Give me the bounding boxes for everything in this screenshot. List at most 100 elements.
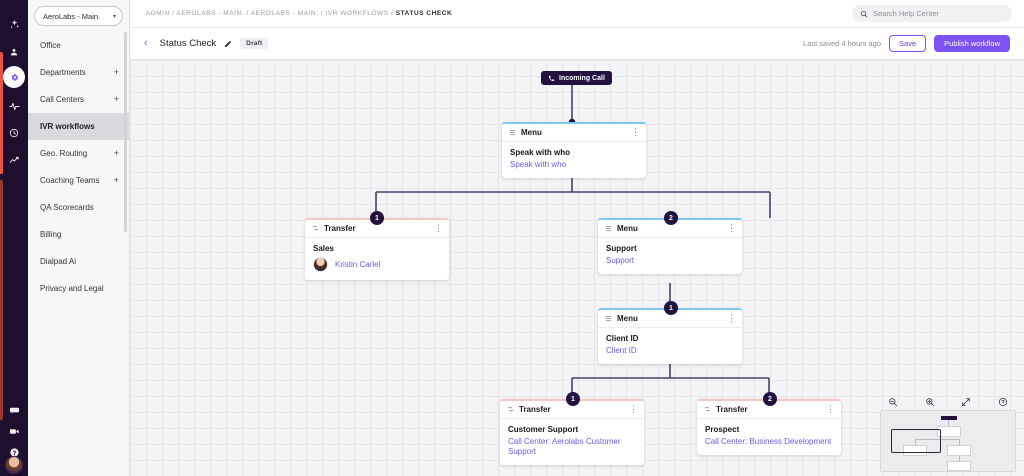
sidebar-item-call-centers[interactable]: Call Centers + [28,86,129,113]
settings-gear-icon[interactable] [3,66,25,88]
sidebar-item-label: Coaching Teams [40,176,100,185]
publish-workflow-button[interactable]: Publish workflow [934,35,1010,52]
messages-chat-icon[interactable] [0,396,28,424]
node-more-options-icon[interactable]: ⋮ [629,404,638,414]
node-header[interactable]: Transfer ⋮ [305,220,449,238]
sidebar: AeroLabs - Main. ▾ Office Departments + … [28,0,130,476]
expand-plus-icon[interactable]: + [113,175,119,185]
node-title: Prospect [705,425,740,434]
node-more-options-icon[interactable]: ⋮ [631,127,640,137]
branch-badge-1: 1 [664,301,678,315]
node-title: Support [606,244,637,253]
sidebar-item-dialpad-ai[interactable]: Dialpad Ai [28,248,129,275]
minimap-line [915,439,916,445]
minimap-line [959,439,960,445]
node-subtitle-link[interactable]: Speak with who [510,160,567,169]
start-node-label: Incoming Call [559,74,605,82]
sidebar-item-privacy-and-legal[interactable]: Privacy and Legal [28,275,129,302]
node-subtitle-link[interactable]: Call Center: Business Development [705,437,832,446]
node-menu-client-id[interactable]: Menu ⋮ Client ID Client ID [598,308,742,364]
node-menu-support[interactable]: Menu ⋮ Support Support [598,218,742,274]
trends-chart-icon[interactable] [0,146,28,174]
minimap-node [903,445,927,456]
node-menu-speak-with-who[interactable]: Menu ⋮ Speak with who Speak with who [502,122,646,178]
node-type-label: Menu [521,128,542,137]
save-button[interactable]: Save [889,35,927,52]
sidebar-item-departments[interactable]: Departments + [28,59,129,86]
user-avatar[interactable] [5,456,23,474]
canvas-zoom-controls [880,397,1016,410]
fit-to-screen-icon[interactable] [961,397,971,407]
expand-plus-icon[interactable]: + [113,148,119,158]
last-saved-text: Last saved 4 hours ago [803,39,882,48]
expand-plus-icon[interactable]: + [113,94,119,104]
video-camera-icon[interactable] [0,417,28,445]
sidebar-scrollbar[interactable] [124,32,127,232]
sparkle-ai-icon[interactable] [0,10,28,38]
sidebar-item-coaching-teams[interactable]: Coaching Teams + [28,167,129,194]
node-more-options-icon[interactable]: ⋮ [727,313,736,323]
page-title: Status Check [159,38,217,49]
transfer-arrow-icon [312,225,319,232]
branch-badge-1: 1 [566,392,580,406]
org-selector[interactable]: AeroLabs - Main. ▾ [34,6,123,26]
search-input[interactable] [873,9,1004,18]
node-body: Customer Support Call Center: Aerolabs C… [500,419,644,465]
analytics-pulse-icon[interactable] [0,92,28,120]
node-type-label: Transfer [324,224,356,233]
breadcrumb-trail[interactable]: ADMIN / AEROLABS - MAIN. / AEROLABS - MA… [146,10,396,17]
minimap-panel [880,397,1016,472]
help-question-icon[interactable] [998,397,1008,407]
sidebar-item-label: Call Centers [40,95,85,104]
node-body: Prospect Call Center: Business Developme… [697,419,841,455]
menu-grip-icon [509,129,516,136]
node-type-label: Transfer [519,405,551,414]
node-transfer-prospect[interactable]: Transfer ⋮ Prospect Call Center: Busines… [697,399,841,455]
chevron-down-icon: ▾ [112,13,116,20]
node-more-options-icon[interactable]: ⋮ [434,223,443,233]
sidebar-item-label: Privacy and Legal [40,284,104,293]
node-header[interactable]: Transfer ⋮ [697,401,841,419]
sidebar-item-qa-scorecards[interactable]: QA Scorecards [28,194,129,221]
edit-pencil-icon[interactable] [224,40,232,48]
node-header[interactable]: Transfer ⋮ [500,401,644,419]
rail-accent-bar [0,52,3,174]
menu-grip-icon [605,315,612,322]
node-subtitle-link[interactable]: Call Center: Aerolabs Customer Support [508,437,621,456]
sidebar-item-label: IVR workflows [40,122,95,131]
node-subtitle-link[interactable]: Client ID [606,346,637,355]
minimap[interactable] [880,410,1016,472]
sidebar-item-label: QA Scorecards [40,203,94,212]
org-selector-label: AeroLabs - Main. [43,11,101,21]
help-question-icon[interactable] [0,438,28,466]
zoom-out-icon[interactable] [888,397,898,407]
sidebar-item-billing[interactable]: Billing [28,221,129,248]
back-chevron-icon[interactable]: ‹ [144,37,148,49]
node-subtitle-link[interactable]: Kristin Carlel [335,259,381,269]
sidebar-item-office[interactable]: Office [28,32,129,59]
search-box[interactable] [852,5,1012,22]
node-header[interactable]: Menu ⋮ [598,310,742,328]
node-subtitle-link[interactable]: Support [606,256,635,265]
zoom-in-icon[interactable] [925,397,935,407]
sidebar-item-label: Billing [40,230,62,239]
expand-plus-icon[interactable]: + [113,67,119,77]
workflow-canvas[interactable]: Incoming Call Menu ⋮ Speak with who Spea… [130,60,1024,476]
sidebar-item-ivr-workflows[interactable]: IVR workflows [28,113,129,140]
node-title: Client ID [606,334,639,343]
branch-badge-2: 2 [664,211,678,225]
node-more-options-icon[interactable]: ⋮ [826,404,835,414]
node-header[interactable]: Menu ⋮ [502,124,646,142]
transfer-arrow-icon [704,406,711,413]
minimap-viewport-rect[interactable] [891,429,941,453]
contacts-person-icon[interactable] [0,38,28,66]
sidebar-item-geo-routing[interactable]: Geo. Routing + [28,140,129,167]
start-node-incoming-call[interactable]: Incoming Call [541,71,612,85]
sidebar-nav: Office Departments + Call Centers + IVR … [28,26,129,302]
node-header[interactable]: Menu ⋮ [598,220,742,238]
recents-clock-icon[interactable] [0,119,28,147]
node-transfer-customer-support[interactable]: Transfer ⋮ Customer Support Call Center:… [500,399,644,465]
node-transfer-sales[interactable]: Transfer ⋮ Sales Kristin Carlel [305,218,449,280]
node-more-options-icon[interactable]: ⋮ [727,223,736,233]
